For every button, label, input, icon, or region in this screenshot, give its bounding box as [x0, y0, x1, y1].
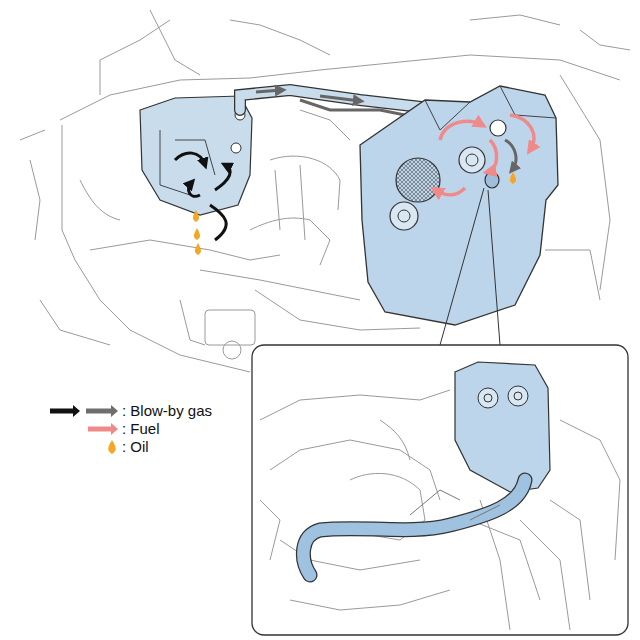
inset-view: [252, 345, 628, 635]
legend-row: : Oil: [48, 438, 214, 456]
engine-lines: [20, 10, 630, 372]
fuel-arrows: [435, 115, 534, 195]
legend-text: : Blow-by gas: [120, 402, 214, 420]
legend-swatch: [48, 420, 120, 438]
legend-text: : Fuel: [120, 420, 162, 438]
oil-separator-cover: [360, 86, 558, 325]
legend: : Blow-by gas: Fuel: Oil: [48, 402, 214, 456]
legend-row: : Fuel: [48, 420, 214, 438]
leader-lines: [440, 188, 500, 345]
legend-swatch: [48, 402, 120, 420]
oil-drops: [193, 172, 516, 255]
blowby-arrows: [175, 153, 230, 240]
legend-row: : Blow-by gas: [48, 402, 214, 420]
left-cover: [140, 96, 252, 215]
legend-text: : Oil: [120, 438, 151, 456]
legend-swatch: [48, 438, 120, 456]
